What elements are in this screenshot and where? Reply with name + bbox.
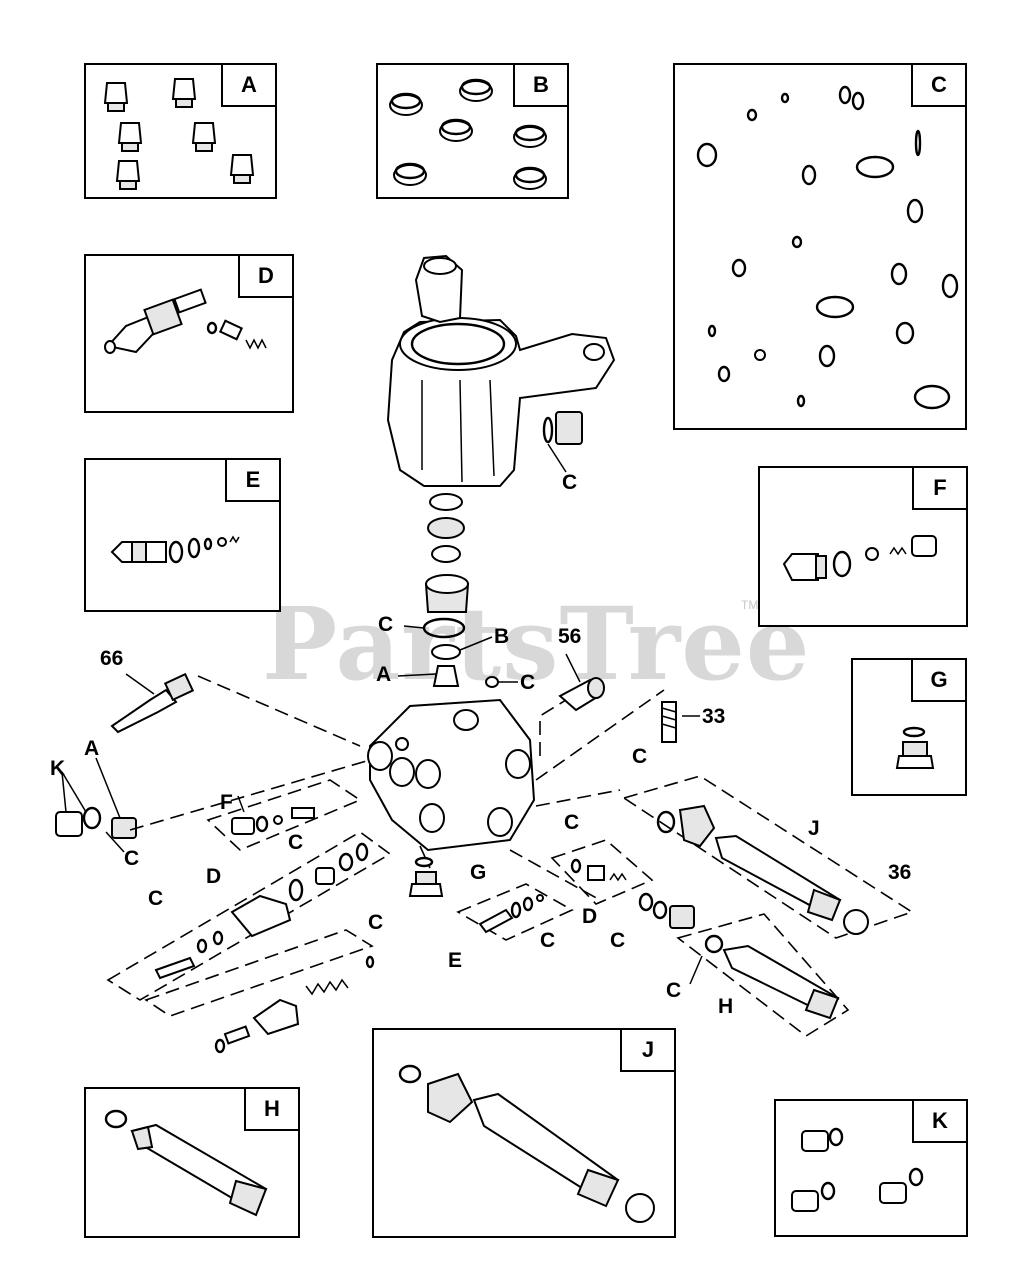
unloader-valve-icon bbox=[104, 288, 267, 354]
kit-j-label: J bbox=[620, 1028, 676, 1072]
plug-kit-k-icon bbox=[791, 1127, 924, 1212]
callout-a-left: A bbox=[84, 737, 100, 760]
callout-c-dr: C bbox=[564, 811, 580, 834]
callout-c-housing: C bbox=[562, 471, 578, 494]
o-ring-set-icon bbox=[696, 85, 959, 410]
callout-c-h: C bbox=[610, 929, 626, 952]
inlet-kit-j-icon bbox=[398, 1064, 655, 1223]
kit-d-box[interactable]: D bbox=[84, 254, 294, 413]
kit-j-box[interactable]: J bbox=[372, 1028, 676, 1238]
kit-a-label: A bbox=[221, 63, 277, 107]
callout-j-right: J bbox=[808, 817, 820, 840]
callout-c-f: C bbox=[288, 831, 304, 854]
kit-e-label: E bbox=[225, 458, 281, 502]
callout-c-d2: C bbox=[368, 911, 384, 934]
callout-g-mid: G bbox=[470, 861, 487, 884]
callout-c-left: C bbox=[124, 847, 140, 870]
callout-66: 66 bbox=[100, 647, 124, 670]
nozzle-set-icon bbox=[103, 78, 255, 190]
callout-c-small: C bbox=[520, 671, 536, 694]
kit-h-box[interactable]: H bbox=[84, 1087, 300, 1238]
kit-d-label: D bbox=[238, 254, 294, 298]
valve-kit-e-icon bbox=[110, 535, 240, 564]
kit-b-label: B bbox=[513, 63, 569, 107]
kit-c-label: C bbox=[911, 63, 967, 107]
callout-k-left: K bbox=[50, 757, 66, 780]
kit-f-label: F bbox=[912, 466, 968, 510]
callout-f-mid: F bbox=[220, 791, 233, 814]
valve-kit-f-icon bbox=[782, 535, 937, 581]
callout-a-stack: A bbox=[376, 663, 392, 686]
callout-56: 56 bbox=[558, 625, 582, 648]
kit-b-box[interactable]: B bbox=[376, 63, 569, 199]
callout-c-j: C bbox=[632, 745, 648, 768]
callout-c-e: C bbox=[540, 929, 556, 952]
kit-h-label: H bbox=[244, 1087, 300, 1131]
callout-c-h2: C bbox=[666, 979, 682, 1002]
callout-b-stack: B bbox=[494, 625, 510, 648]
callout-c-stack: C bbox=[378, 613, 394, 636]
callout-36: 36 bbox=[888, 861, 912, 884]
plug-kit-g-icon bbox=[895, 726, 935, 769]
inlet-kit-h-icon bbox=[104, 1109, 268, 1217]
kit-c-box[interactable]: C bbox=[673, 63, 967, 430]
callout-h-right: H bbox=[718, 995, 734, 1018]
kit-g-box[interactable]: G bbox=[851, 658, 967, 796]
watermark-brand: PartsTree bbox=[262, 585, 811, 703]
callout-33: 33 bbox=[702, 705, 726, 728]
seal-set-icon bbox=[389, 78, 547, 190]
watermark-trademark: TM bbox=[741, 598, 759, 612]
kit-k-label: K bbox=[912, 1099, 968, 1143]
kit-g-label: G bbox=[911, 658, 967, 702]
kit-f-box[interactable]: F bbox=[758, 466, 968, 627]
callout-e-mid: E bbox=[448, 949, 463, 972]
kit-e-box[interactable]: E bbox=[84, 458, 281, 612]
callout-d-right: D bbox=[582, 905, 598, 928]
callout-d-left: D bbox=[206, 865, 222, 888]
callout-c-d1: C bbox=[148, 887, 164, 910]
kit-k-box[interactable]: K bbox=[774, 1099, 968, 1237]
kit-a-box[interactable]: A bbox=[84, 63, 277, 199]
